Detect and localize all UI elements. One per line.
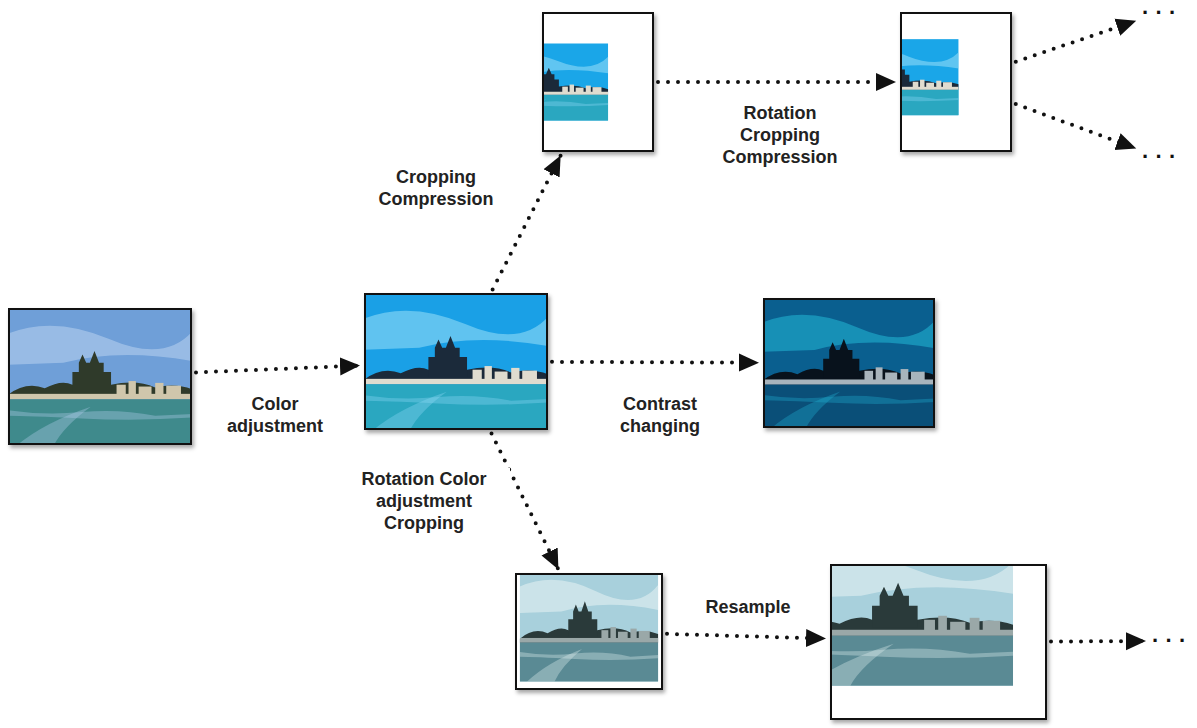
- photo-box: [515, 573, 663, 690]
- ellipsis-text: · · ·: [1152, 630, 1186, 652]
- ellipsis-text: · · ·: [1142, 146, 1176, 168]
- operation-label: Resample: [686, 596, 810, 618]
- operation-label: Color adjustment: [218, 393, 332, 437]
- ellipsis-text: · · ·: [1142, 2, 1176, 24]
- continuation-node: · · ·: [1140, 146, 1178, 168]
- photo-box: [830, 564, 1047, 720]
- dotted-arrow: [196, 366, 360, 373]
- dotted-arrow: [552, 360, 759, 365]
- photo-box: [542, 12, 654, 152]
- operation-label: Cropping Compression: [368, 166, 504, 210]
- photo-box: [8, 308, 192, 445]
- dotted-arrow: [1016, 21, 1136, 62]
- operation-label: Rotation Color adjustment Cropping: [338, 468, 510, 534]
- dotted-arrow: [667, 634, 826, 639]
- photo-box: [763, 298, 935, 428]
- photo-box: [364, 293, 548, 430]
- operation-label: Rotation Cropping Compression: [712, 102, 848, 168]
- photo-box: [900, 12, 1012, 152]
- dotted-arrow: [1016, 104, 1136, 148]
- dotted-arrow: [1051, 639, 1146, 643]
- continuation-node: · · ·: [1140, 2, 1178, 24]
- operation-label: Contrast changing: [592, 393, 728, 437]
- continuation-node: · · ·: [1150, 630, 1188, 652]
- dotted-arrow: [658, 80, 896, 84]
